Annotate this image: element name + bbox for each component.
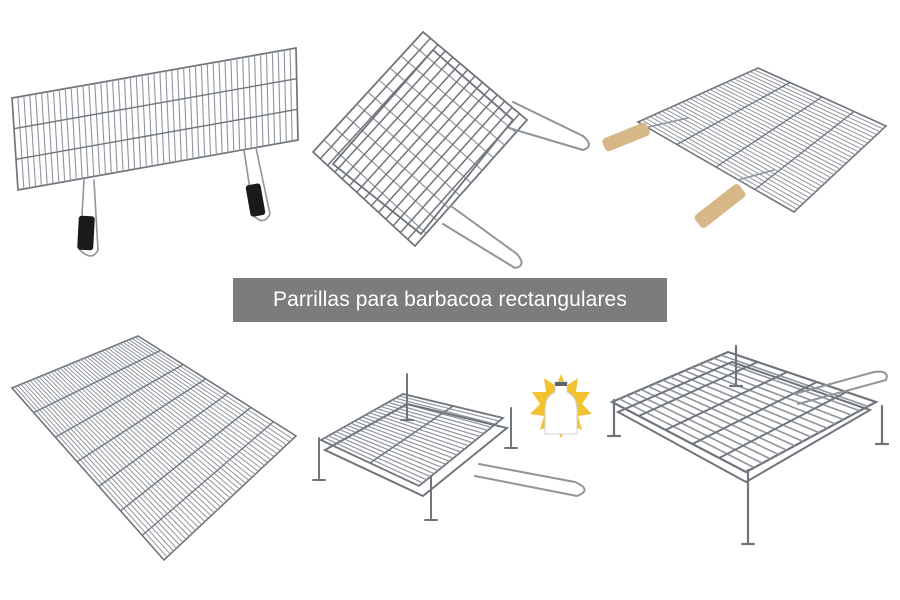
category-title-banner: Parrillas para barbacoa rectangulares — [233, 278, 667, 322]
grill-double-hinged — [303, 28, 595, 276]
grill-square-with-legs — [598, 344, 892, 549]
grill-double-with-legs — [303, 368, 595, 528]
sun-bottle-logo — [528, 372, 594, 440]
grill-long-black-handles — [8, 40, 300, 265]
bottle-icon — [544, 381, 578, 435]
grill-flat-rack — [8, 332, 300, 564]
grill-wood-handles — [598, 62, 890, 242]
